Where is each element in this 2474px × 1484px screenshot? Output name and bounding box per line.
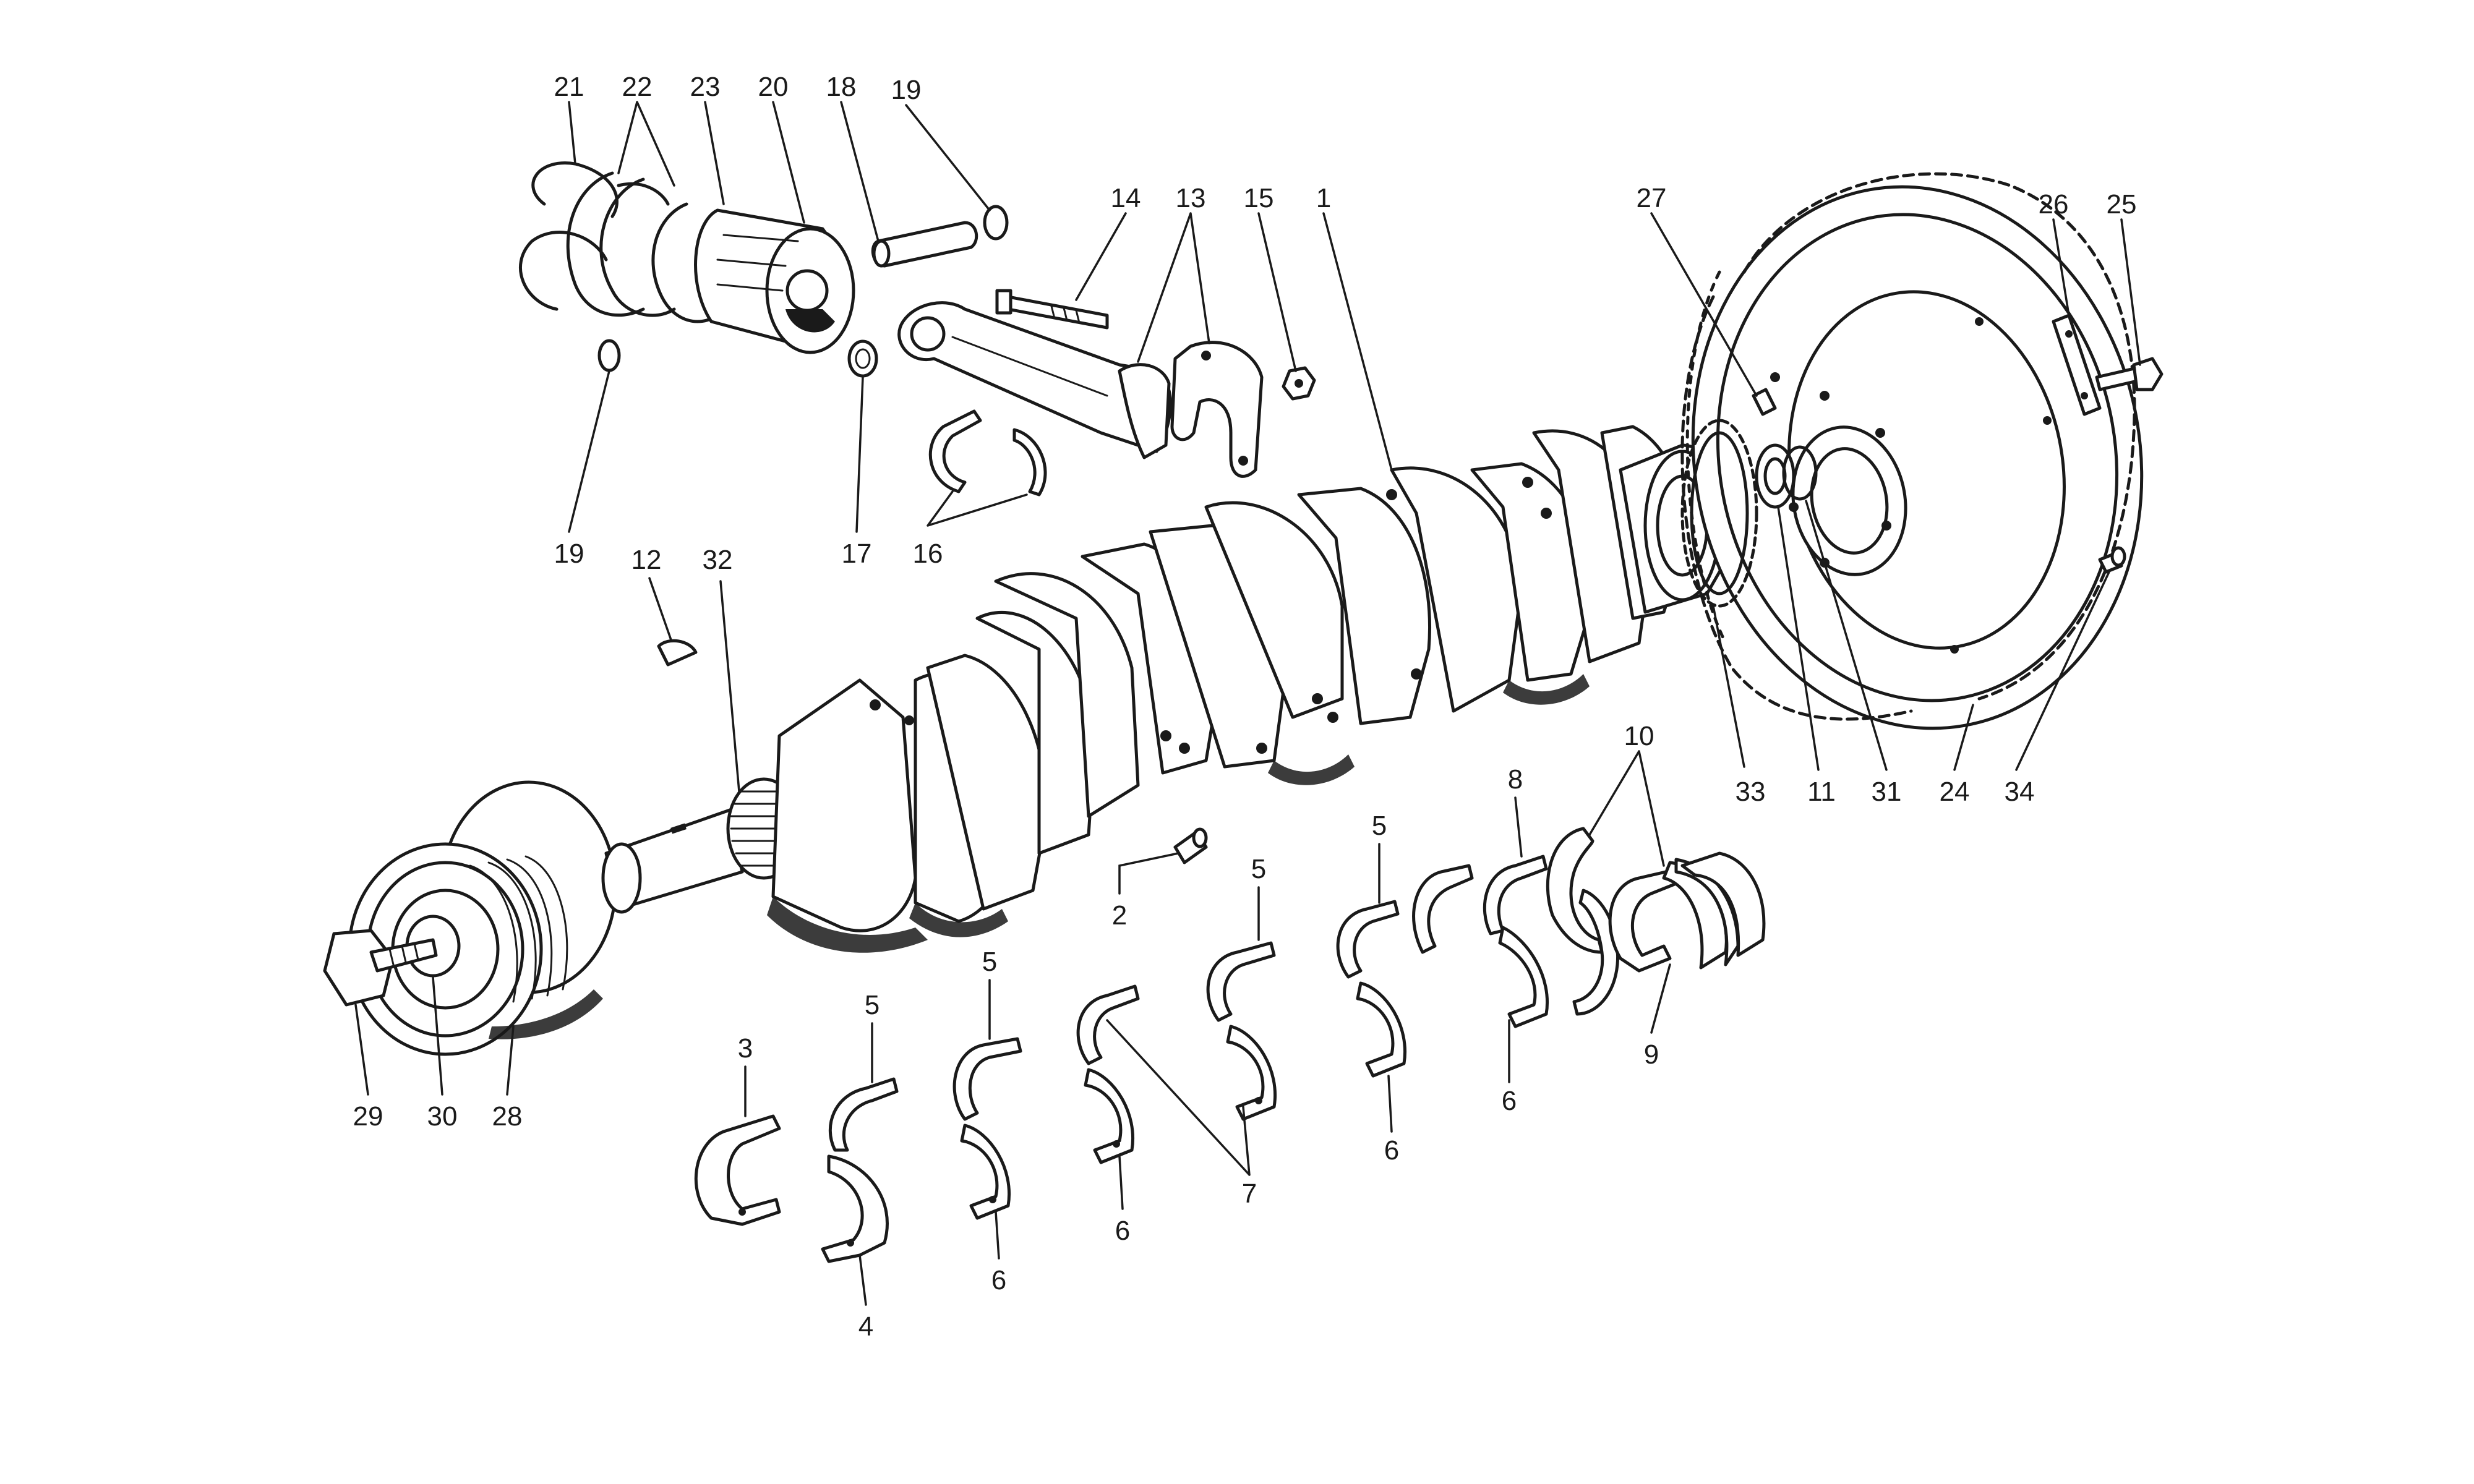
callout-18: 18: [826, 72, 857, 102]
piston-pin: [871, 221, 978, 268]
callout-4: 4: [858, 1311, 873, 1342]
callout-11: 11: [1807, 777, 1836, 807]
callout-labels: 21 22 23 20 18 19 14 13 15 1 27 26 25 19…: [353, 72, 2137, 1342]
conrod-nut: [1282, 366, 1316, 401]
circlip-right: [983, 205, 1009, 241]
lock-plate: [2052, 313, 2102, 416]
callout-14: 14: [1111, 183, 1141, 213]
callout-5-left: 5: [865, 990, 880, 1020]
pulley-bolt: [323, 929, 438, 1007]
callout-2: 2: [1112, 900, 1127, 931]
crankshaft-body: [767, 425, 1734, 953]
conrod-bearing-shells: [928, 409, 1047, 497]
callout-23: 23: [690, 72, 721, 102]
callout-10: 10: [1624, 721, 1654, 751]
callout-15: 15: [1244, 183, 1274, 213]
ring-gear: [1680, 419, 1758, 608]
woodruff-key: [657, 639, 698, 667]
pilot-bearing: [1755, 443, 1818, 509]
callout-3: 3: [738, 1033, 753, 1064]
dowel-pin: [1173, 827, 1208, 864]
piston-rings: [519, 161, 719, 323]
flywheel-bolt: [2095, 357, 2164, 391]
callout-5-midright: 5: [1251, 854, 1266, 884]
callout-7: 7: [1242, 1179, 1257, 1209]
callout-17: 17: [842, 539, 872, 569]
flywheel: [1680, 172, 2144, 730]
callout-5-mid: 5: [982, 947, 997, 977]
callout-22: 22: [622, 72, 653, 102]
callout-25: 25: [2107, 189, 2137, 220]
callout-33: 33: [1736, 777, 1766, 807]
callout-9: 9: [1644, 1039, 1659, 1070]
callout-6-left: 6: [991, 1265, 1006, 1295]
flywheel-small-bolt: [2098, 546, 2126, 574]
callout-26: 26: [2039, 189, 2069, 220]
piston: [694, 208, 855, 354]
callout-12: 12: [631, 545, 662, 575]
small-end-bush: [847, 339, 878, 378]
conrod-bolt: [995, 289, 1109, 330]
callout-6-midright: 6: [1384, 1135, 1399, 1166]
callout-32: 32: [703, 545, 733, 575]
callout-21: 21: [554, 72, 584, 102]
callout-28: 28: [492, 1101, 523, 1132]
callout-6-mid: 6: [1115, 1216, 1130, 1246]
connecting-rod: [897, 301, 1172, 459]
callout-19-left: 19: [554, 539, 584, 569]
callout-16: 16: [913, 539, 943, 569]
flywheel-dowel: [1752, 388, 1777, 416]
main-bearing-shells: [694, 827, 1766, 1263]
callout-24: 24: [1940, 777, 1970, 807]
callout-6-right: 6: [1502, 1086, 1517, 1116]
callout-13: 13: [1176, 183, 1206, 213]
callout-1: 1: [1316, 183, 1331, 213]
damper-pulley: [348, 780, 617, 1056]
callout-27: 27: [1637, 183, 1667, 213]
callout-8: 8: [1508, 764, 1523, 795]
circlip-left: [597, 339, 621, 372]
callout-5-right: 5: [1372, 811, 1387, 841]
callout-30: 30: [427, 1101, 458, 1132]
conrod-cap: [1170, 341, 1264, 478]
callout-20: 20: [758, 72, 789, 102]
leader-lines: [354, 101, 2141, 1306]
crankshaft-nose: [601, 808, 744, 914]
callout-19-top: 19: [891, 75, 922, 105]
callout-29: 29: [353, 1101, 383, 1132]
callout-31: 31: [1872, 777, 1902, 807]
callout-34: 34: [2005, 777, 2035, 807]
